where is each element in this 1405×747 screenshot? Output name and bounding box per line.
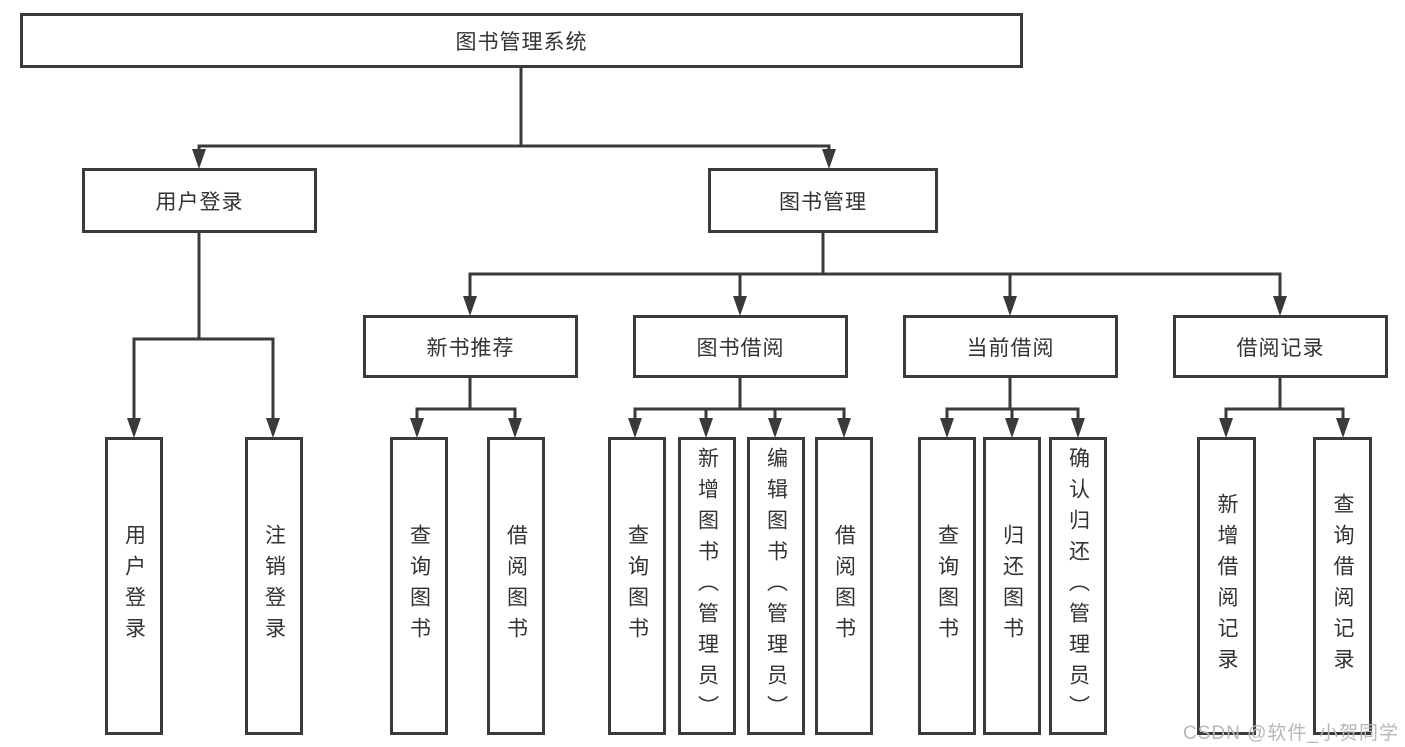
leaf-current-return-books: 归还图书 bbox=[983, 437, 1041, 735]
node-new-book-recommend: 新书推荐 bbox=[363, 315, 578, 378]
node-borrow-records-label: 借阅记录 bbox=[1236, 336, 1325, 360]
leaf-current-confirm-return-admin-label: 确认归还（管理员） bbox=[1066, 446, 1090, 726]
leaf-recommend-borrow-books-label: 借阅图书 bbox=[504, 524, 528, 648]
node-new-book-recommend-label: 新书推荐 bbox=[426, 336, 515, 360]
leaf-borrow-add-books-admin-label: 新增图书（管理员） bbox=[695, 446, 719, 726]
node-book-borrow-label: 图书借阅 bbox=[696, 336, 785, 360]
leaf-logout: 注销登录 bbox=[245, 437, 303, 735]
leaf-recommend-query-books-label: 查询图书 bbox=[407, 524, 431, 648]
leaf-recommend-query-books: 查询图书 bbox=[390, 437, 448, 735]
leaf-recommend-borrow-books: 借阅图书 bbox=[487, 437, 545, 735]
leaf-current-query-books-label: 查询图书 bbox=[935, 524, 959, 648]
leaf-borrow-borrow-books: 借阅图书 bbox=[815, 437, 873, 735]
leaf-borrow-query-books-label: 查询图书 bbox=[625, 524, 649, 648]
leaf-user-login-label: 用户登录 bbox=[122, 524, 146, 648]
node-book-borrow: 图书借阅 bbox=[633, 315, 848, 378]
leaf-records-query-record: 查询借阅记录 bbox=[1313, 437, 1372, 735]
leaf-borrow-borrow-books-label: 借阅图书 bbox=[832, 524, 856, 648]
node-borrow-records: 借阅记录 bbox=[1173, 315, 1388, 378]
leaf-borrow-add-books-admin: 新增图书（管理员） bbox=[678, 437, 736, 735]
leaf-current-query-books: 查询图书 bbox=[918, 437, 976, 735]
leaf-current-confirm-return-admin: 确认归还（管理员） bbox=[1049, 437, 1107, 735]
node-book-management: 图书管理 bbox=[708, 168, 938, 233]
leaf-logout-label: 注销登录 bbox=[262, 524, 286, 648]
node-root-label: 图书管理系统 bbox=[455, 30, 588, 54]
node-user-login-label: 用户登录 bbox=[155, 190, 244, 214]
leaf-records-query-record-label: 查询借阅记录 bbox=[1331, 493, 1354, 679]
leaf-records-add-record: 新增借阅记录 bbox=[1197, 437, 1256, 735]
leaf-records-add-record-label: 新增借阅记录 bbox=[1215, 493, 1238, 679]
leaf-borrow-edit-books-admin-label: 编辑图书（管理员） bbox=[764, 446, 788, 726]
watermark: CSDN @软件_小贺同学 bbox=[1183, 723, 1399, 744]
node-user-login: 用户登录 bbox=[82, 168, 317, 233]
leaf-borrow-query-books: 查询图书 bbox=[608, 437, 666, 735]
node-book-management-label: 图书管理 bbox=[779, 190, 867, 214]
arrowheads bbox=[127, 149, 1350, 438]
leaf-borrow-edit-books-admin: 编辑图书（管理员） bbox=[747, 437, 805, 735]
node-root: 图书管理系统 bbox=[20, 13, 1023, 68]
leaf-user-login: 用户登录 bbox=[105, 437, 163, 735]
leaf-current-return-books-label: 归还图书 bbox=[1000, 524, 1024, 648]
node-current-borrow-label: 当前借阅 bbox=[966, 336, 1055, 360]
node-current-borrow: 当前借阅 bbox=[903, 315, 1118, 378]
